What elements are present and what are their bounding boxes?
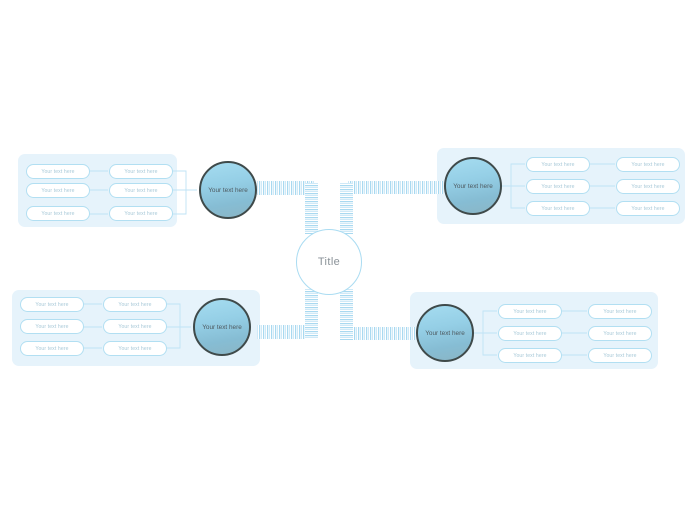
connector-band-bottom-right <box>348 327 416 340</box>
connector-band-bottom-left-vertical <box>305 289 318 339</box>
node-label: Your text here <box>124 187 158 194</box>
node-label: Your text here <box>603 330 637 337</box>
node-label: Your text here <box>541 205 575 212</box>
node-bottom-left-r1-inner[interactable]: Your text here <box>103 319 167 334</box>
node-label: Your text here <box>513 352 547 359</box>
connector-band-top-right <box>348 181 443 194</box>
connector-band-top-left-vertical <box>305 183 318 234</box>
node-label: Your text here <box>35 301 69 308</box>
node-label: Your text here <box>118 301 152 308</box>
branch-circle-label: Your text here <box>453 182 493 190</box>
node-label: Your text here <box>124 210 158 217</box>
node-label: Your text here <box>41 210 75 217</box>
node-label: Your text here <box>35 323 69 330</box>
branch-circle-top-left[interactable]: Your text here <box>199 161 257 219</box>
node-top-right-r1-inner[interactable]: Your text here <box>526 179 590 194</box>
node-bottom-left-r2-inner[interactable]: Your text here <box>103 341 167 356</box>
node-bottom-right-r2-outer[interactable]: Your text here <box>588 348 652 363</box>
node-bottom-right-r0-inner[interactable]: Your text here <box>498 304 562 319</box>
node-bottom-right-r0-outer[interactable]: Your text here <box>588 304 652 319</box>
node-bottom-left-r2-outer[interactable]: Your text here <box>20 341 84 356</box>
node-top-left-r1-inner[interactable]: Your text here <box>109 183 173 198</box>
node-bottom-left-r0-outer[interactable]: Your text here <box>20 297 84 312</box>
node-label: Your text here <box>513 330 547 337</box>
node-bottom-right-r1-inner[interactable]: Your text here <box>498 326 562 341</box>
node-top-left-r1-outer[interactable]: Your text here <box>26 183 90 198</box>
node-top-right-r2-outer[interactable]: Your text here <box>616 201 680 216</box>
center-node-label: Title <box>317 256 341 268</box>
node-bottom-right-r1-outer[interactable]: Your text here <box>588 326 652 341</box>
branch-circle-label: Your text here <box>202 323 242 331</box>
node-label: Your text here <box>124 168 158 175</box>
branch-circle-label: Your text here <box>208 186 248 194</box>
node-label: Your text here <box>513 308 547 315</box>
branch-circle-bottom-left[interactable]: Your text here <box>193 298 251 356</box>
node-label: Your text here <box>631 183 665 190</box>
node-bottom-right-r2-inner[interactable]: Your text here <box>498 348 562 363</box>
node-top-right-r0-outer[interactable]: Your text here <box>616 157 680 172</box>
node-top-right-r1-outer[interactable]: Your text here <box>616 179 680 194</box>
branch-circle-top-right[interactable]: Your text here <box>444 157 502 215</box>
node-top-right-r0-inner[interactable]: Your text here <box>526 157 590 172</box>
node-label: Your text here <box>41 168 75 175</box>
node-label: Your text here <box>35 345 69 352</box>
branch-circle-label: Your text here <box>425 329 465 337</box>
node-top-left-r2-outer[interactable]: Your text here <box>26 206 90 221</box>
node-label: Your text here <box>541 183 575 190</box>
connector-band-top-left <box>257 181 314 195</box>
branch-circle-bottom-right[interactable]: Your text here <box>416 304 474 362</box>
node-label: Your text here <box>603 352 637 359</box>
connector-band-bottom-left <box>257 325 314 339</box>
node-top-right-r2-inner[interactable]: Your text here <box>526 201 590 216</box>
connector-band-bottom-right-vertical <box>340 289 353 340</box>
node-top-left-r0-outer[interactable]: Your text here <box>26 164 90 179</box>
node-label: Your text here <box>631 205 665 212</box>
node-top-left-r0-inner[interactable]: Your text here <box>109 164 173 179</box>
connector-band-top-right-vertical <box>340 183 353 234</box>
node-top-left-r2-inner[interactable]: Your text here <box>109 206 173 221</box>
node-label: Your text here <box>41 187 75 194</box>
node-label: Your text here <box>118 323 152 330</box>
node-label: Your text here <box>631 161 665 168</box>
node-label: Your text here <box>603 308 637 315</box>
node-label: Your text here <box>541 161 575 168</box>
node-bottom-left-r0-inner[interactable]: Your text here <box>103 297 167 312</box>
node-bottom-left-r1-outer[interactable]: Your text here <box>20 319 84 334</box>
node-label: Your text here <box>118 345 152 352</box>
center-node-title[interactable]: Title <box>296 229 362 295</box>
